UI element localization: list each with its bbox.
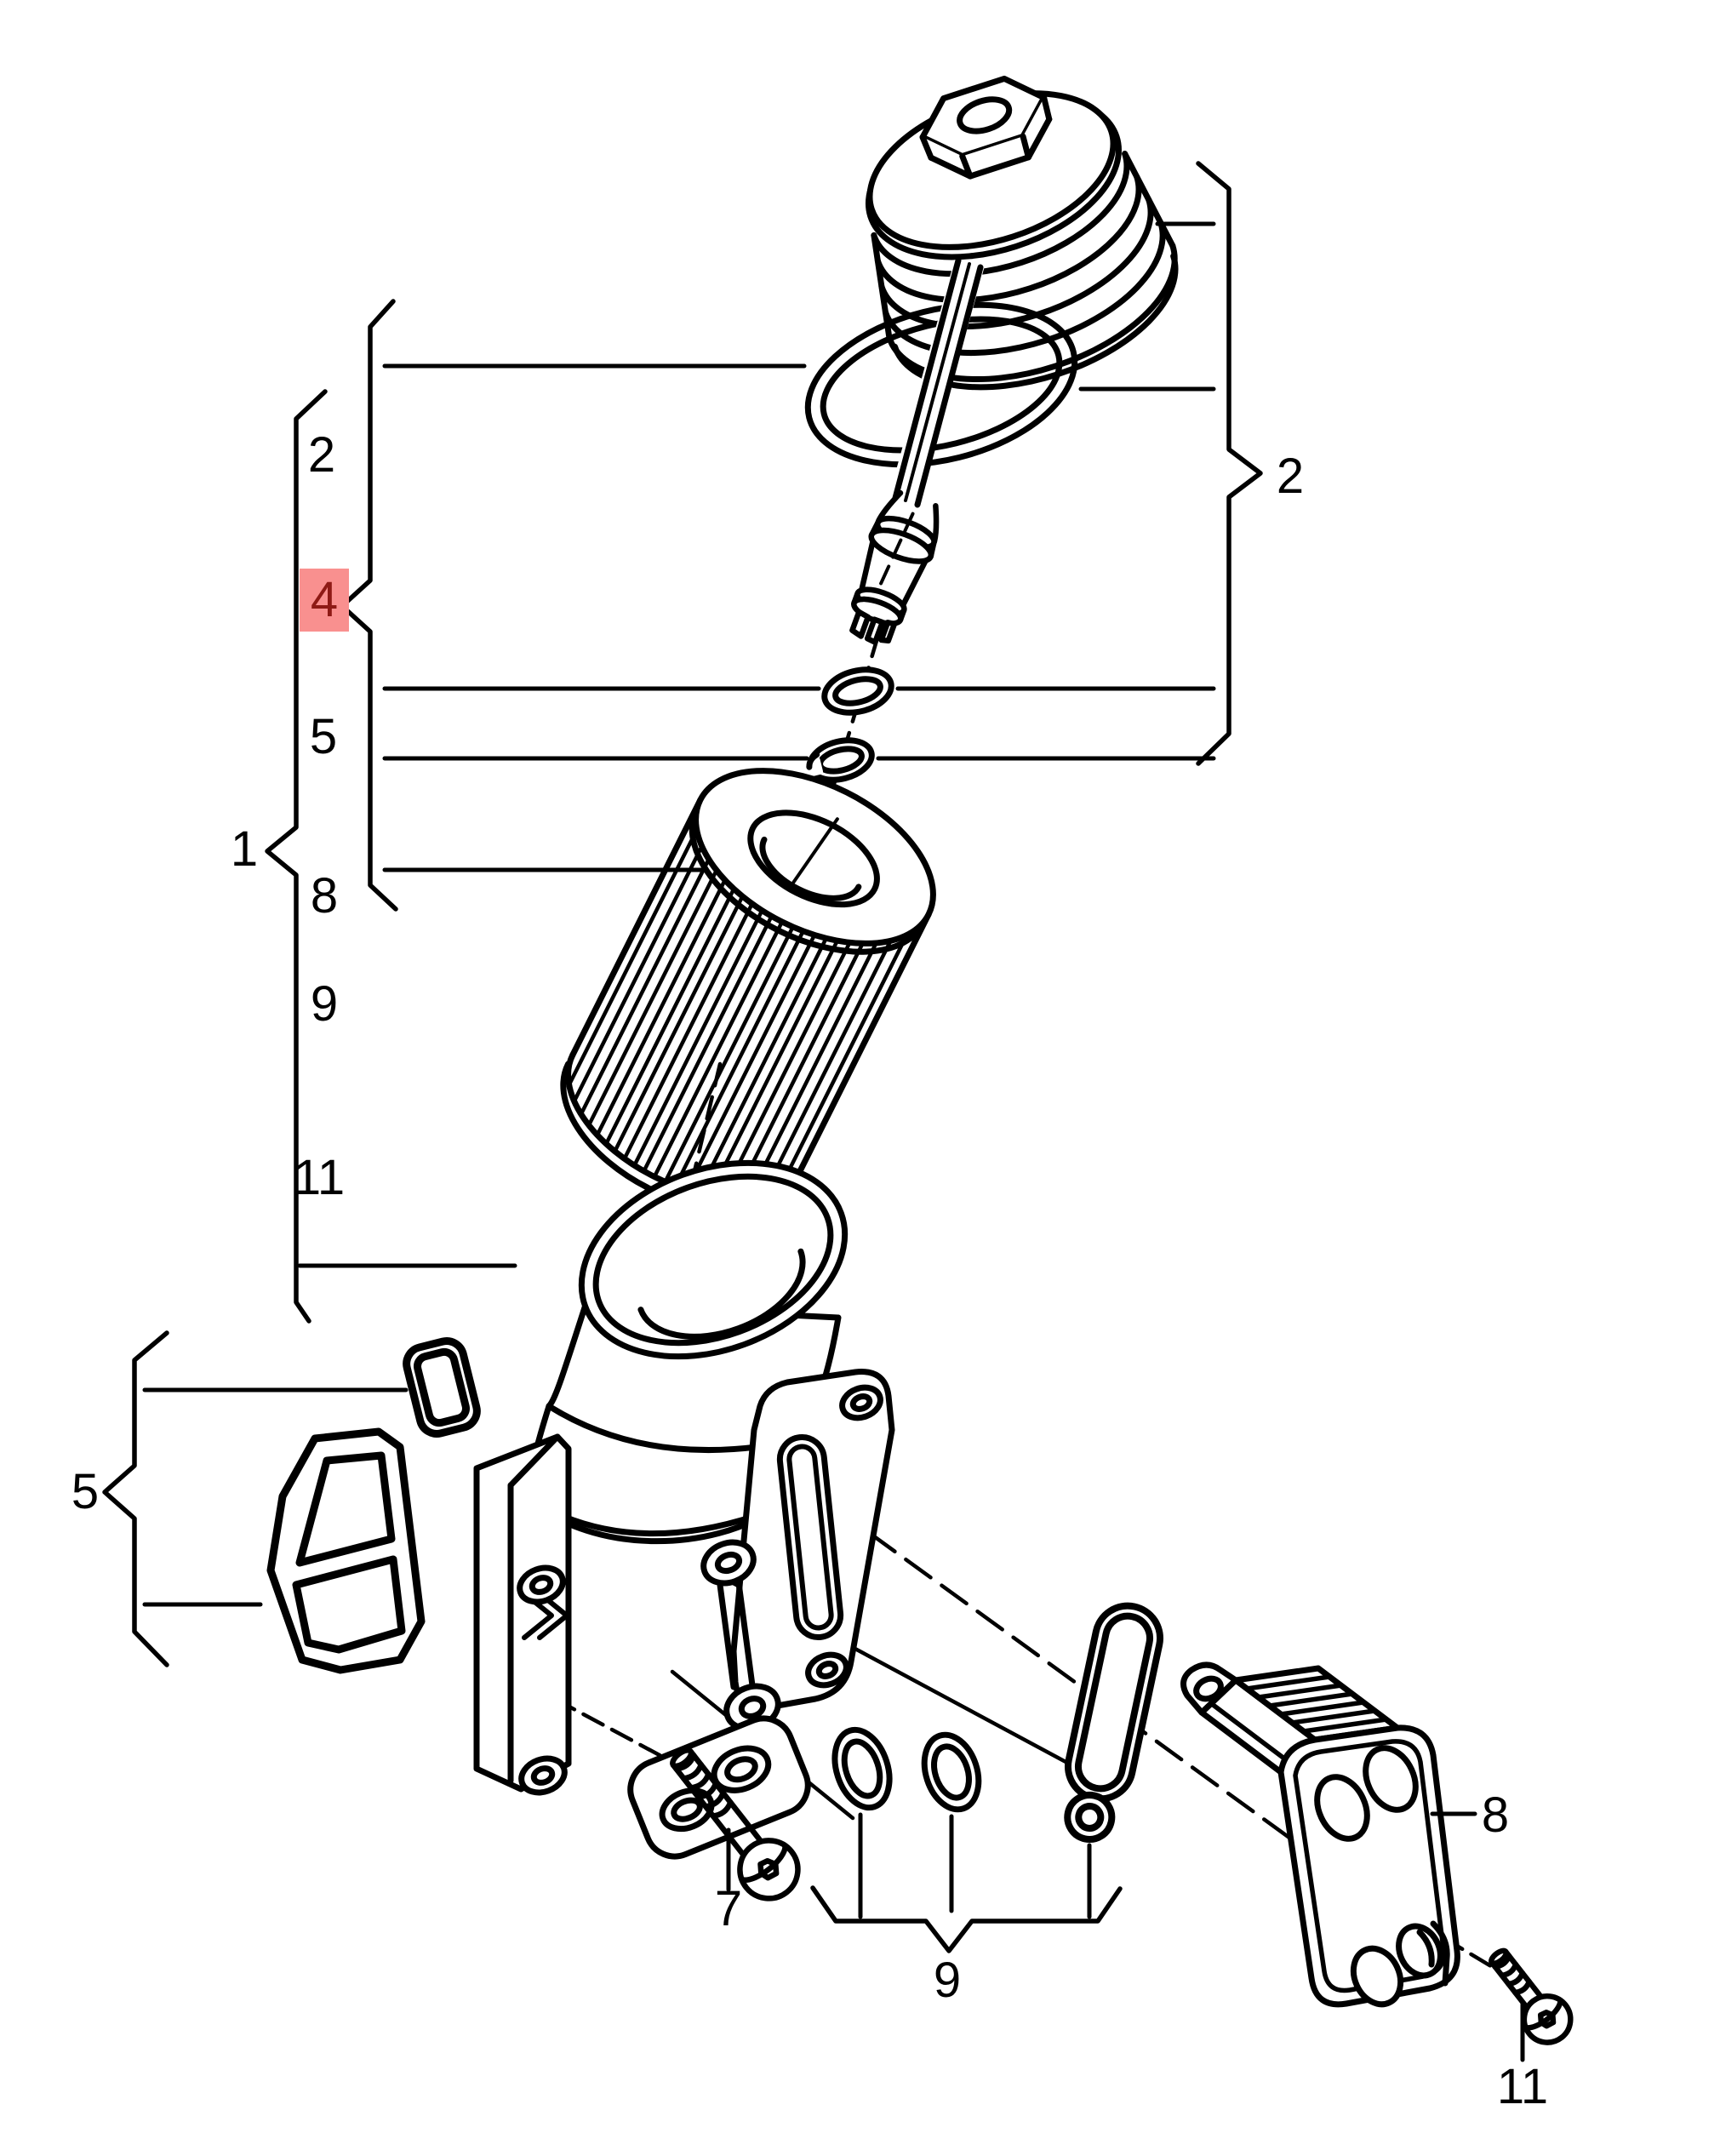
- callout-seal-group-bottom[interactable]: 9: [933, 1953, 962, 2008]
- screw-drawing: [1489, 1947, 1574, 2045]
- callout-seal-kit-highlighted[interactable]: 4: [300, 569, 349, 632]
- cap-center-rod: [889, 257, 985, 508]
- bracket-gaskets-5: [102, 1330, 169, 1667]
- callout-cap-group-right[interactable]: 2: [1276, 449, 1305, 504]
- cap-hex-nut: [919, 75, 1053, 180]
- callout-assembly[interactable]: 1: [230, 821, 259, 877]
- pointer-lines: [142, 221, 1525, 2062]
- bracket-cap-group-2: [1196, 161, 1263, 766]
- callout-oil-cooler-column[interactable]: 8: [310, 868, 339, 924]
- sensor-drawing: [849, 489, 940, 645]
- callout-oil-cooler[interactable]: 8: [1481, 1787, 1510, 1843]
- filter-cap-drawing: [865, 75, 1179, 391]
- seal-ring-small-2: [800, 737, 875, 783]
- callout-gasket-group[interactable]: 5: [71, 1464, 100, 1519]
- oring-washer-1: [831, 1726, 893, 1811]
- callout-screw-column[interactable]: 11: [293, 1150, 346, 1205]
- housing-gasket-small: [403, 1337, 481, 1438]
- oil-cooler-drawing: [1180, 1661, 1460, 2008]
- filter-housing-drawing: [473, 1159, 895, 1860]
- callout-cooler-screw[interactable]: 11: [1496, 2059, 1549, 2114]
- callout-seals-column[interactable]: 9: [310, 976, 339, 1032]
- oval-gasket-drawing: [1064, 1602, 1164, 1843]
- grouping-brackets: [102, 161, 1263, 1953]
- bracket-assembly-1: [265, 389, 328, 1324]
- bolt-drawing: [670, 1747, 801, 1902]
- bracket-seal-kit-4: [340, 299, 398, 912]
- bracket-washers-9: [810, 1885, 1123, 1953]
- housing-gasket-large: [266, 1427, 426, 1674]
- oring-washer-2: [921, 1731, 982, 1813]
- callout-cap-group-column[interactable]: 2: [307, 427, 336, 483]
- filter-element-drawing: [560, 768, 936, 1213]
- seal-ring-small-1: [821, 666, 894, 716]
- cap-oring-large: [804, 301, 1078, 468]
- callout-bolt[interactable]: 7: [714, 1881, 743, 1936]
- callout-filter-element-column[interactable]: 5: [309, 709, 338, 764]
